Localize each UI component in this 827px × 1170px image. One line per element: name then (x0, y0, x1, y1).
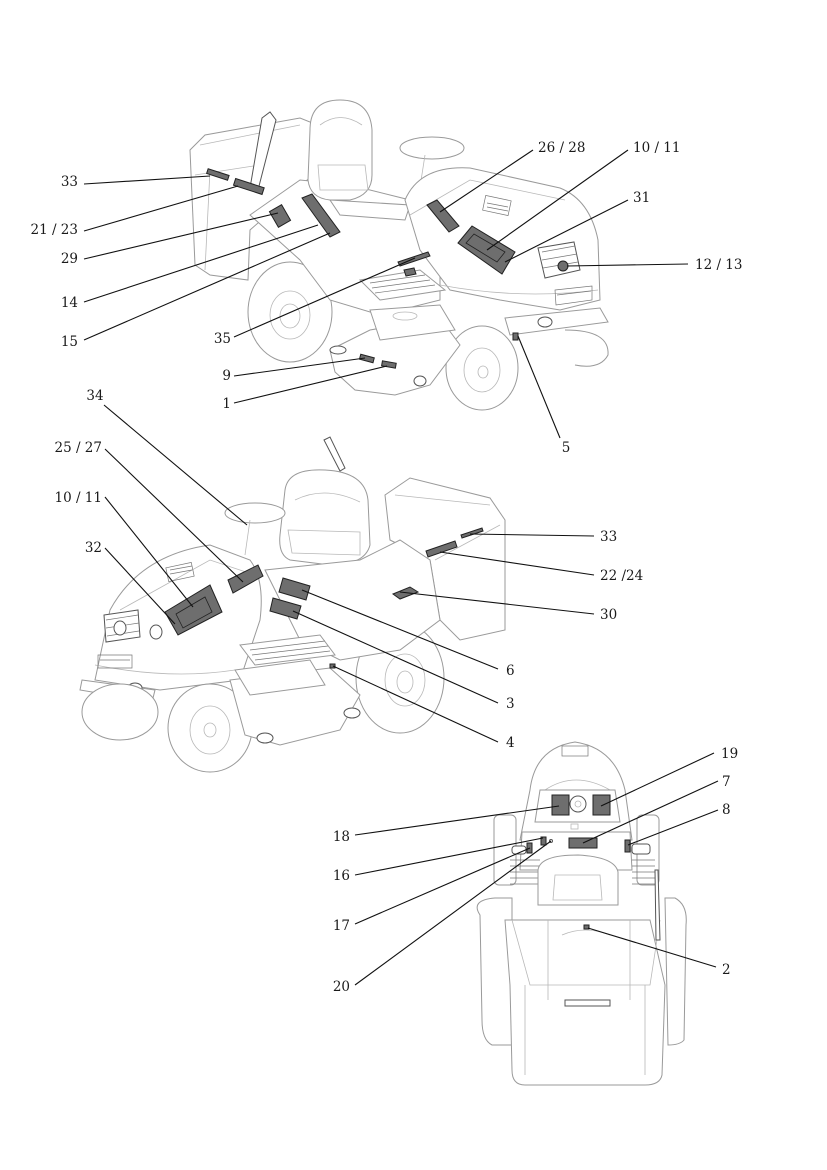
callout-7-v3: 7 (722, 774, 731, 790)
decal-16-v3 (540, 836, 547, 846)
callout-10-11-v1: 10 / 11 (633, 140, 681, 156)
decal-2-v3 (583, 924, 590, 930)
callout-25-27-v2: 25 / 27 (55, 440, 103, 456)
front-wheel-right (445, 325, 519, 411)
decal-33-v2 (460, 527, 484, 539)
tractor-view-3 (476, 741, 687, 1086)
seat (537, 854, 619, 906)
decal-26-28-v1 (426, 199, 460, 233)
steering-wheel (224, 502, 286, 524)
tractor-view-2 (79, 436, 506, 773)
steering-wheel (399, 136, 465, 160)
callout-26-28-v1: 26 / 28 (538, 140, 586, 156)
decal-25-27-v2 (227, 564, 264, 594)
decal-8-v3 (624, 839, 631, 853)
callout-15-v1: 15 (61, 334, 78, 350)
decal-19-v3 (592, 794, 611, 816)
callout-19-v3: 19 (721, 746, 738, 762)
callout-34-v2: 34 (86, 388, 103, 404)
decal-4-v2 (329, 663, 336, 669)
decal-18-v3 (551, 794, 570, 816)
callout-21-23-v1: 21 / 23 (31, 222, 79, 238)
seat (279, 469, 371, 566)
decal-3-v2 (269, 597, 302, 620)
callout-29-v1: 29 (61, 251, 78, 267)
leaders-view-2 (103, 404, 595, 743)
callout-2-v3: 2 (722, 962, 731, 978)
decal-9-v1 (358, 353, 375, 364)
labels-view-2: 34 25 / 27 10 / 11 32 33 22 /24 30 6 3 4 (55, 388, 644, 751)
decal-5-v1 (512, 332, 519, 341)
front-wheel-left (81, 683, 159, 741)
callout-33-v2: 33 (600, 529, 617, 545)
callout-6-v2: 6 (506, 663, 515, 679)
leaders-view-3 (354, 752, 719, 986)
callout-9-v1: 9 (222, 368, 231, 384)
labels-view-1: 33 21 / 23 29 14 15 35 9 1 26 / 28 10 / … (31, 140, 743, 456)
callout-14-v1: 14 (61, 295, 78, 311)
callout-32-v2: 32 (85, 540, 102, 556)
decal-22-24-v2 (425, 540, 458, 558)
callout-4-v2: 4 (506, 735, 515, 751)
decal-29-v1 (268, 204, 292, 228)
callout-17-v3: 17 (333, 918, 350, 934)
callout-20-v3: 20 (333, 979, 350, 995)
leaders-view-1 (83, 149, 689, 439)
decal-33-v1 (205, 168, 230, 181)
decal-12-13-v1 (557, 260, 569, 272)
callout-16-v3: 16 (333, 868, 350, 884)
rear-wheel-right (664, 897, 687, 1046)
callout-3-v2: 3 (506, 696, 515, 712)
decal-21-23-v1 (232, 177, 265, 196)
callout-1-v1: 1 (222, 396, 231, 412)
callout-30-v2: 30 (600, 607, 617, 623)
callout-8-v3: 8 (722, 802, 731, 818)
callout-18-v3: 18 (333, 829, 350, 845)
decal-10-11-v1 (457, 225, 516, 275)
callout-22-24-v2: 22 /24 (600, 568, 643, 584)
decal-6-v2 (278, 577, 311, 601)
callout-10-11-v2: 10 / 11 (55, 490, 103, 506)
callout-33-v1: 33 (61, 174, 78, 190)
callout-31-v1: 31 (633, 190, 650, 206)
decal-14-15-v1 (301, 193, 341, 238)
callout-5-v1: 5 (562, 440, 571, 456)
decal-10-11-32-v2 (164, 584, 223, 636)
labels-view-3: 19 7 8 18 16 17 20 2 (333, 746, 738, 995)
callout-35-v1: 35 (214, 331, 231, 347)
callout-12-13-v1: 12 / 13 (695, 257, 743, 273)
seat (307, 99, 373, 201)
